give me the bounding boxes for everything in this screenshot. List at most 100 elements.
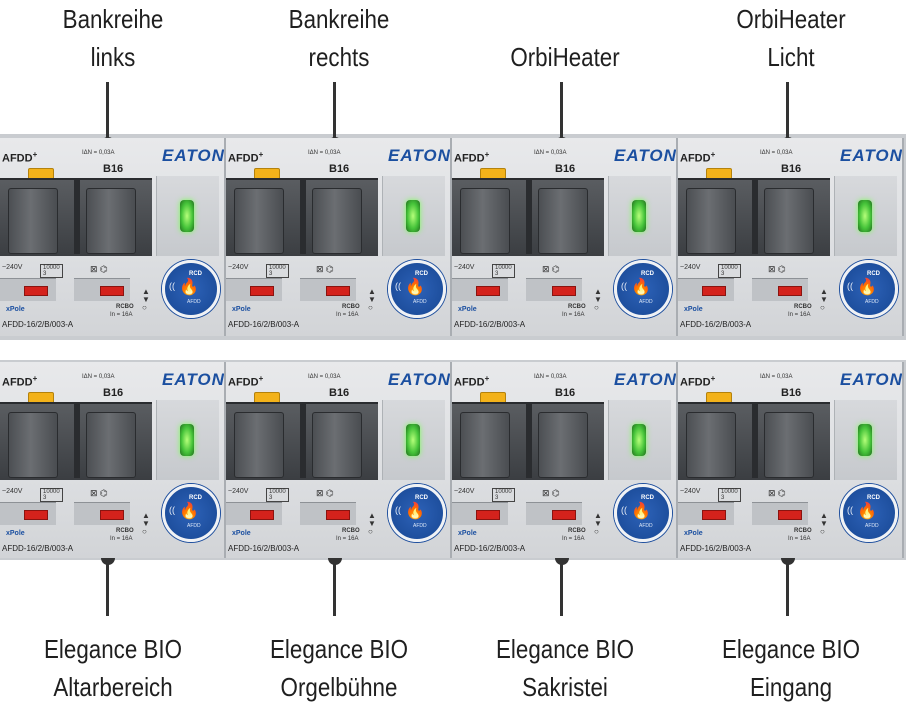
seal-arcs-icon: ((	[847, 505, 853, 515]
leader-bottom-3	[560, 558, 563, 616]
trip-flag-icon	[24, 510, 48, 520]
voltage-label: ~240V	[454, 488, 475, 495]
test-symbol-icon: ⊠ ⌬	[90, 264, 108, 274]
switch-lever-left[interactable]	[460, 412, 510, 478]
xpole-label: xPole	[6, 530, 25, 537]
voltage-label: ~240V	[2, 264, 23, 271]
switch-lever-right[interactable]	[538, 188, 588, 254]
model-label: AFDD-16/2/B/003-A	[680, 544, 752, 553]
test-symbol-icon: ⊠ ⌬	[90, 488, 108, 498]
flame-icon: 🔥	[857, 279, 877, 296]
brand-logo: EATON	[840, 146, 903, 165]
model-label: AFDD-16/2/B/003-A	[454, 320, 526, 329]
flame-icon: 🔥	[179, 279, 199, 296]
arrows-icon: ▲▼○	[368, 511, 376, 536]
switch-lever-left[interactable]	[234, 412, 284, 478]
switch-lever-left[interactable]	[8, 188, 58, 254]
arrows-icon: ▲▼○	[142, 511, 150, 536]
status-led-icon	[406, 200, 420, 232]
model-label: AFDD-16/2/B/003-A	[228, 320, 300, 329]
xpole-label: xPole	[684, 306, 703, 313]
lever-separator	[526, 178, 532, 254]
seal-rcd-label: RCD	[189, 495, 202, 501]
switch-lever-left[interactable]	[686, 188, 736, 254]
leader-top-4	[786, 82, 789, 140]
rcd-afdd-seal-icon: RCD (( 🔥 AFDD	[162, 260, 220, 318]
bottom-label-4-line1: Elegance BIO	[722, 634, 860, 664]
flame-icon: 🔥	[631, 279, 651, 296]
top-label-2-line1: Bankreihe	[288, 4, 390, 34]
rcd-afdd-seal-icon: RCD (( 🔥 AFDD	[614, 260, 672, 318]
model-label: AFDD-16/2/B/003-A	[2, 320, 74, 329]
switch-lever-right[interactable]	[538, 412, 588, 478]
afdd-label: AFDD+	[454, 150, 490, 165]
residual-current-label: IΔN = 0,03A	[534, 374, 567, 380]
switch-lever-right[interactable]	[764, 412, 814, 478]
voltage-label: ~240V	[454, 264, 475, 271]
rcd-afdd-seal-icon: RCD (( 🔥 AFDD	[388, 260, 446, 318]
rating-label: B16	[329, 387, 350, 399]
seal-rcd-label: RCD	[867, 495, 880, 501]
brand-logo: EATON	[388, 370, 451, 389]
flame-icon: 🔥	[857, 503, 877, 520]
voltage-label: ~240V	[228, 264, 249, 271]
arrows-icon: ▲▼○	[594, 287, 602, 312]
switch-lever-left[interactable]	[234, 188, 284, 254]
switch-lever-right[interactable]	[312, 412, 362, 478]
seal-arcs-icon: ((	[395, 281, 401, 291]
seal-rcd-label: RCD	[867, 271, 880, 277]
xpole-label: xPole	[6, 306, 25, 313]
switch-lever-left[interactable]	[686, 412, 736, 478]
residual-current-label: IΔN = 0,03A	[308, 374, 341, 380]
afdd-label: AFDD+	[680, 150, 716, 165]
lever-separator	[752, 178, 758, 254]
switch-lever-right[interactable]	[86, 188, 136, 254]
trip-flag-icon	[778, 510, 802, 520]
rail-gap	[0, 340, 906, 360]
status-led-icon	[858, 200, 872, 232]
nominal-current-label: In = 16A	[110, 536, 133, 542]
trip-flag-icon	[24, 286, 48, 296]
bottom-label-3-line2: Sakristei	[522, 672, 608, 702]
switch-lever-right[interactable]	[312, 188, 362, 254]
switch-lever-left[interactable]	[8, 412, 58, 478]
switch-lever-left[interactable]	[460, 188, 510, 254]
top-label-2-line2: rechts	[308, 42, 370, 72]
status-led-icon	[858, 424, 872, 456]
lever-separator	[74, 402, 80, 478]
top-label-3-line2: OrbiHeater	[510, 42, 620, 72]
afdd-label: AFDD+	[680, 374, 716, 389]
nominal-current-label: In = 16A	[562, 536, 585, 542]
top-label-4: OrbiHeater Licht	[694, 0, 888, 76]
rcd-afdd-seal-icon: RCD (( 🔥 AFDD	[840, 260, 898, 318]
seal-afdd-label: AFDD	[865, 523, 879, 529]
nominal-current-label: In = 16A	[110, 312, 133, 318]
switch-lever-right[interactable]	[764, 188, 814, 254]
seal-afdd-label: AFDD	[413, 523, 427, 529]
status-led-icon	[632, 200, 646, 232]
rcbo-label: RCBO	[342, 528, 360, 534]
leader-top-1	[106, 82, 109, 140]
residual-current-label: IΔN = 0,03A	[82, 374, 115, 380]
trip-flag-icon	[100, 510, 124, 520]
trip-flag-icon	[552, 510, 576, 520]
residual-current-label: IΔN = 0,03A	[308, 150, 341, 156]
trip-flag-icon	[250, 286, 274, 296]
afdd-label: AFDD+	[228, 150, 264, 165]
switch-lever-right[interactable]	[86, 412, 136, 478]
arrows-icon: ▲▼○	[142, 287, 150, 312]
trip-flag-icon	[476, 510, 500, 520]
residual-current-label: IΔN = 0,03A	[82, 150, 115, 156]
brand-logo: EATON	[388, 146, 451, 165]
model-label: AFDD-16/2/B/003-A	[680, 320, 752, 329]
top-label-1-line1: Bankreihe	[62, 4, 164, 34]
